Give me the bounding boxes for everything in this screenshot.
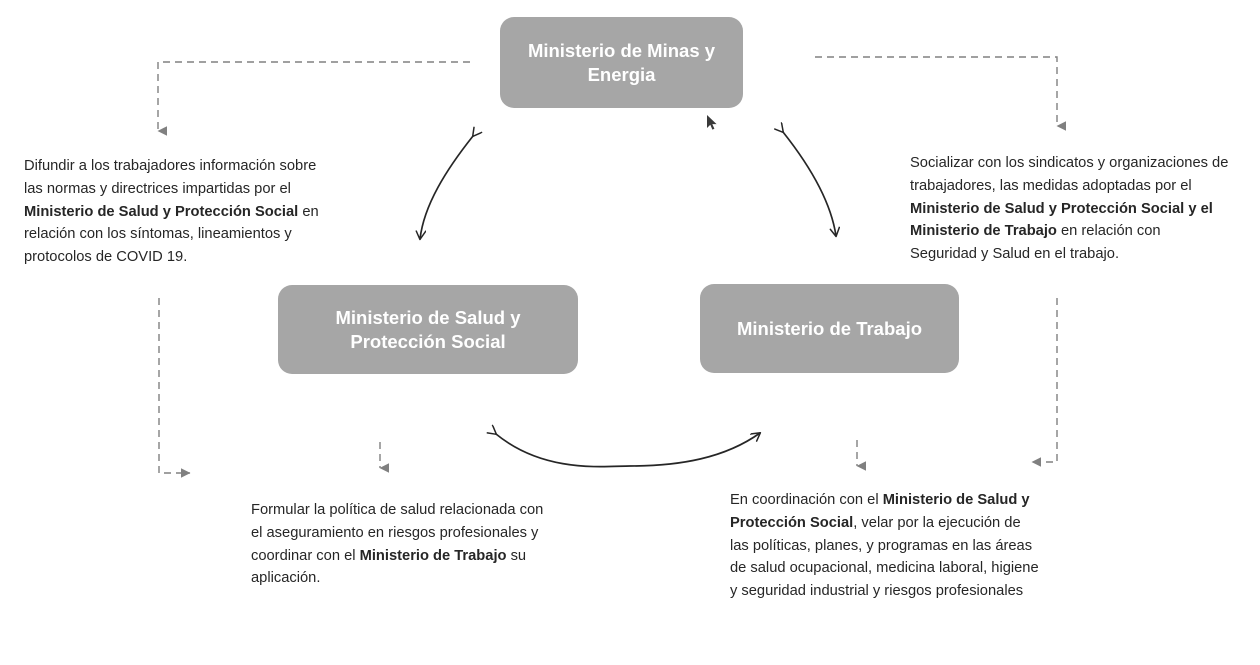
plain-text: Formular la política de salud relacionad… [251,502,544,564]
connector-left-description-to-bottom [158,298,191,478]
description-socializar: Socializar con los sindicatos y organiza… [910,152,1230,266]
plain-text: en relación con los síntomas, lineamient… [24,203,319,266]
plain-text: su aplicación. [251,547,527,587]
node-label: Ministerio de Salud y Protección Social [335,306,521,352]
plain-text: Difundir a los trabajadores información … [24,158,317,197]
connector-salud-trabajo-double-arrow [496,433,760,468]
emphasized-text: Ministerio de Salud y Protección Social [24,203,299,220]
node-ministerio-salud-proteccion-social[interactable]: Ministerio de Salud y Protección Social [278,285,578,374]
node-ministerio-minas-energia[interactable]: Ministerio de Minas y Energia [500,17,743,108]
emphasized-text: Ministerio de Trabajo [359,547,507,564]
connector-right-description-to-bottom [1031,298,1058,467]
mouse-cursor-icon [707,115,717,130]
emphasized-text: Ministerio de Salud y Protección Social … [910,200,1213,240]
node-ministerio-trabajo[interactable]: Ministerio de Trabajo [700,284,959,373]
plain-text: , velar por la ejecución de las política… [730,514,1039,600]
emphasized-text: Ministerio de Salud y Protección Social [730,492,1030,531]
plain-text: En coordinación con el [730,492,883,508]
connector-minas-trabajo-double-arrow [783,132,836,236]
connector-minas-to-right-description [815,56,1066,131]
description-formular-politica: Formular la política de salud relacionad… [251,499,551,590]
node-label: Ministerio de Trabajo [736,317,923,339]
connector-minas-salud-double-arrow [420,136,473,239]
connector-minas-to-left-description [157,61,470,136]
node-label: Ministerio de Minas y Energia [527,39,716,85]
plain-text: Socializar con los sindicatos y organiza… [910,155,1229,194]
description-en-coordinacion: En coordinación con el Ministerio de Sal… [730,489,1042,603]
plain-text: en relación con Seguridad y Salud en el … [910,223,1161,263]
description-difundir: Difundir a los trabajadores información … [24,155,324,269]
